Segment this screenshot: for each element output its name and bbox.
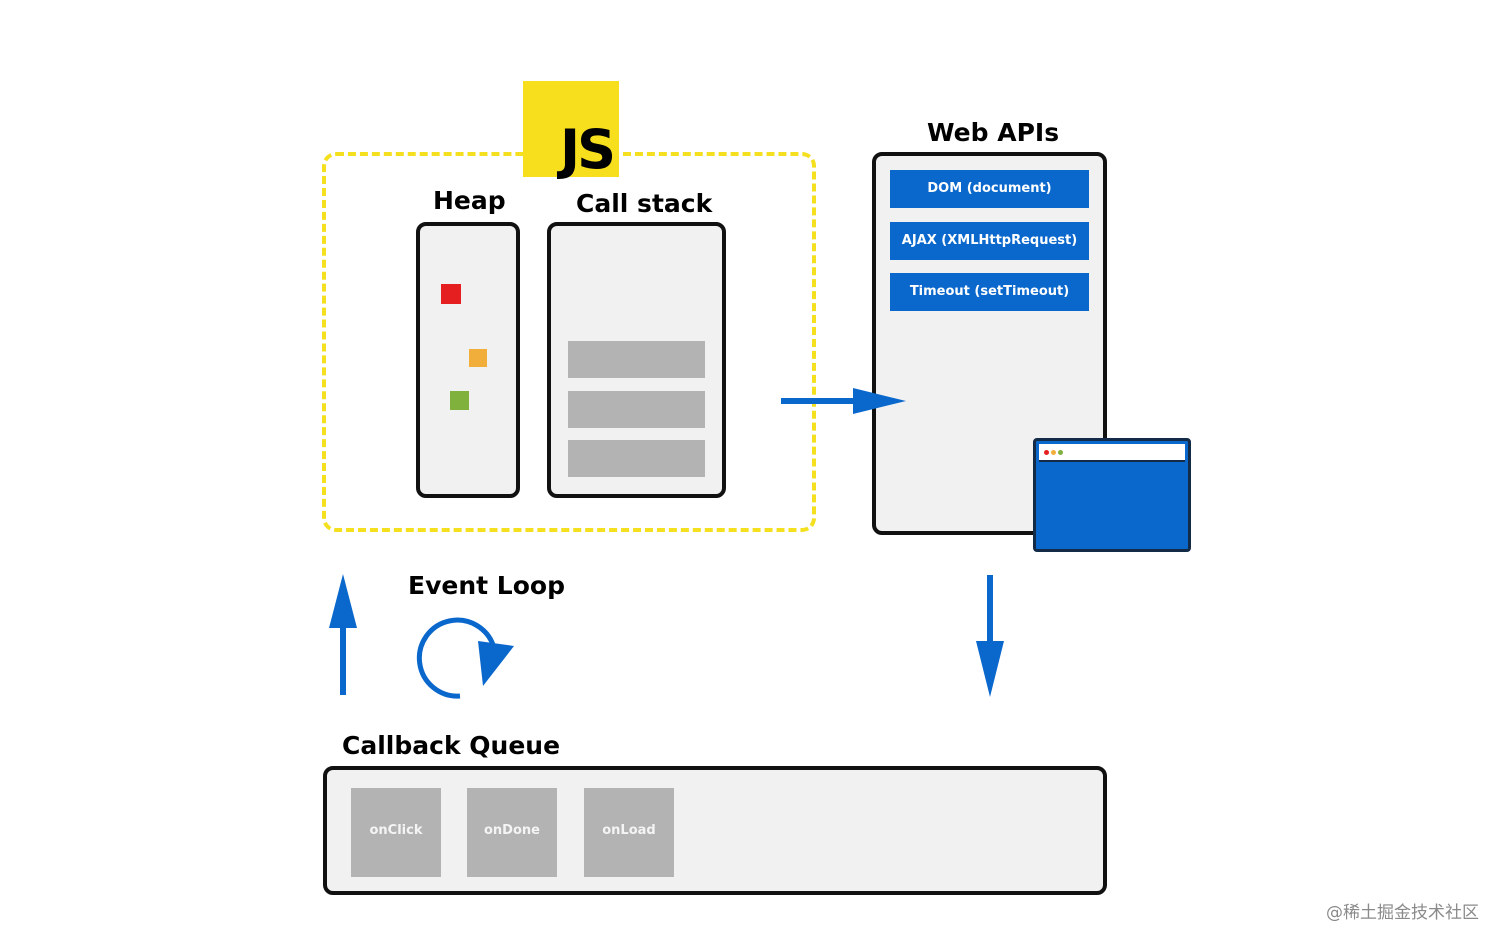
callback-queue-panel — [323, 766, 1107, 895]
heap-label: Heap — [429, 186, 510, 215]
event-loop-label: Event Loop — [404, 571, 569, 600]
browser-maximize-dot — [1058, 450, 1063, 455]
queue-item-onclick: onClick — [351, 788, 441, 877]
browser-window-icon — [1033, 438, 1191, 552]
stack-frame — [568, 391, 705, 428]
callstack-label: Call stack — [570, 189, 719, 218]
arrow-stack-to-webapis-icon — [781, 388, 906, 414]
web-apis-label: Web APIs — [921, 118, 1066, 147]
stack-frame — [568, 341, 705, 378]
event-loop-cycle-icon — [416, 617, 514, 699]
arrow-queue-to-stack-icon — [329, 574, 357, 695]
js-logo: JS — [523, 81, 619, 177]
heap-panel — [416, 222, 520, 498]
browser-minimize-dot — [1051, 450, 1056, 455]
js-logo-text: JS — [560, 118, 616, 181]
browser-title-bar — [1039, 444, 1185, 462]
heap-object-green — [450, 391, 469, 410]
callback-queue-label: Callback Queue — [338, 731, 565, 760]
watermark: @稀土掘金技术社区 — [1326, 903, 1479, 923]
arrow-webapis-to-queue-icon — [976, 575, 1004, 697]
heap-object-red — [441, 284, 461, 304]
api-ajax: AJAX (XMLHttpRequest) — [890, 222, 1089, 260]
queue-item-ondone: onDone — [467, 788, 557, 877]
api-timeout: Timeout (setTimeout) — [890, 273, 1089, 311]
api-dom: DOM (document) — [890, 170, 1089, 208]
queue-item-onload: onLoad — [584, 788, 674, 877]
stack-frame — [568, 440, 705, 477]
heap-object-orange — [469, 349, 487, 367]
browser-close-dot — [1044, 450, 1049, 455]
